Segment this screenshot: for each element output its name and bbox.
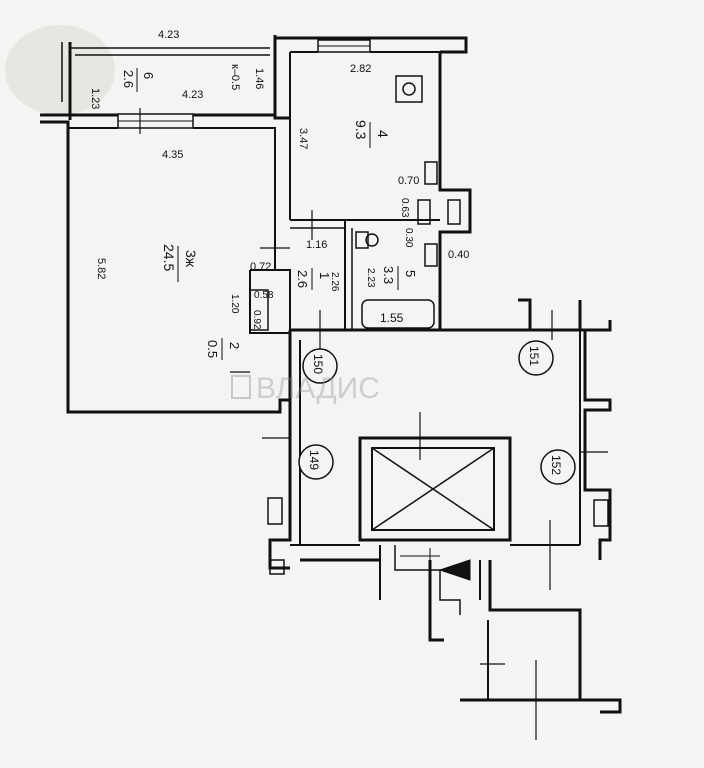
dim-223: 2.23 <box>365 268 376 288</box>
dim-balcony-inner: 4.23 <box>182 89 203 101</box>
apt-152-circle <box>540 449 576 485</box>
dim-room-height: 5.82 <box>95 258 107 279</box>
dim-070: 0.70 <box>398 175 419 187</box>
dim-030: 0.30 <box>403 228 414 248</box>
dim-kitchen-width: 2.82 <box>350 63 371 75</box>
room-living-number: 3ж <box>183 250 199 268</box>
walls <box>40 35 622 714</box>
room-living-area: 24.5 <box>161 244 177 271</box>
apartment-markers <box>298 340 576 485</box>
dim-room-width: 4.35 <box>162 149 183 161</box>
dim-120: 1.20 <box>229 294 240 314</box>
dim-balcony-height: 1.23 <box>89 88 101 109</box>
room-closet-area: 0.5 <box>205 340 220 358</box>
apt-149-circle <box>298 444 334 480</box>
dim-063: 0.63 <box>399 198 410 218</box>
room-bath-number: 5 <box>403 270 418 277</box>
room-closet-number: 2 <box>227 342 242 349</box>
dim-092: 0.92 <box>251 310 262 330</box>
dim-top-balcony: 4.23 <box>158 29 179 41</box>
dim-040: 0.40 <box>448 249 469 261</box>
apt-151-circle <box>518 340 554 376</box>
apt-151-label: 151 <box>527 346 541 366</box>
room-balcony-coef: к–0.5 <box>229 64 241 90</box>
dim-kitchen-height: 3.47 <box>297 128 309 149</box>
dim-072: 0.72 <box>250 261 271 273</box>
dim-058: 0.58 <box>254 290 274 301</box>
apt-150-label: 150 <box>311 354 325 374</box>
dim-226: 2.26 <box>329 272 340 292</box>
room-hall-number: 1 <box>317 272 332 279</box>
room-bath-area: 3.3 <box>381 266 396 284</box>
apt-149-label: 149 <box>307 450 321 470</box>
dimension-ticks <box>139 108 608 740</box>
room-balcony-number: 6 <box>141 72 156 79</box>
room-hall-area: 2.6 <box>295 270 310 288</box>
apt-152-label: 152 <box>549 455 563 475</box>
wall-niches <box>267 497 609 575</box>
apt-150-circle <box>302 348 338 384</box>
watermark-text: ВЛАДИС <box>256 372 380 405</box>
watermark: ВЛАДИС <box>231 372 380 405</box>
dim-116: 1.16 <box>306 239 327 251</box>
room-kitchen-number: 4 <box>375 130 391 138</box>
room-kitchen-area: 9.3 <box>353 120 369 140</box>
room-balcony-area: 2.6 <box>121 70 136 88</box>
dim-balcony-side: 1.46 <box>253 68 265 89</box>
bath-length: 1.55 <box>380 311 404 325</box>
